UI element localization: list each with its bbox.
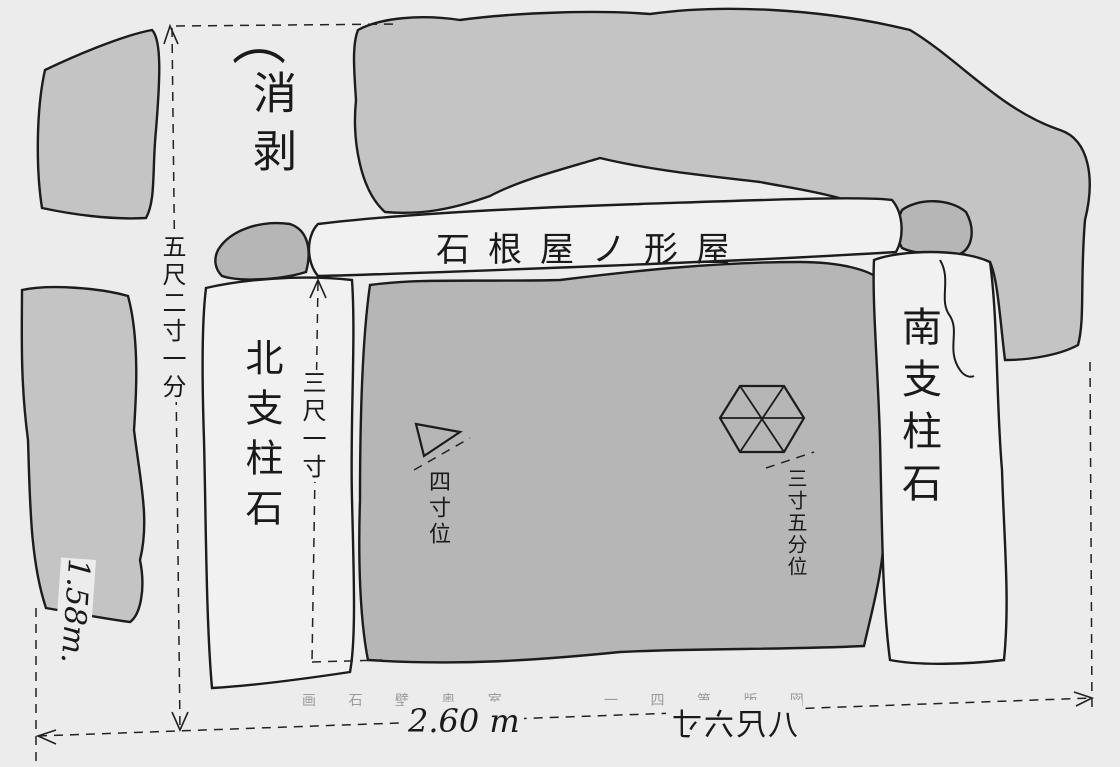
roof-stone-label: 石根屋ノ形屋 bbox=[436, 230, 748, 270]
total-width-jp-label: 八尺六寸 bbox=[666, 700, 802, 744]
total-height-dimension-line bbox=[171, 27, 181, 731]
left-upper-stone bbox=[36, 28, 161, 220]
height-arrow-top bbox=[163, 23, 179, 45]
hexagon-size-label: 三寸五分位 bbox=[784, 468, 808, 578]
triangle-size-label: 四寸位 bbox=[425, 470, 450, 548]
total-height-jp-label: 五尺二寸一分 bbox=[158, 234, 186, 402]
total-height-m-label: 1.58m. bbox=[53, 557, 96, 665]
middle-back-stone bbox=[358, 260, 887, 664]
right-reference-line bbox=[1089, 361, 1093, 709]
total-width-m-label: 2.60 m bbox=[404, 702, 524, 740]
north-arrow-top bbox=[309, 278, 327, 299]
north-base-reference-line bbox=[311, 659, 383, 663]
triangle-dimension-line bbox=[413, 437, 471, 471]
south-pillar-stone bbox=[872, 250, 1008, 665]
left-rubble-stone bbox=[214, 222, 310, 281]
north-pillar-label: 北支柱石 bbox=[239, 338, 283, 538]
erased-paren-open: ⌒ bbox=[232, 45, 286, 108]
width-arrow-left bbox=[35, 729, 57, 745]
fissure-line bbox=[939, 259, 975, 378]
total-width-dimension-line bbox=[37, 697, 1093, 737]
hexagon-dimension-line bbox=[765, 451, 815, 469]
width-arrow-right bbox=[1073, 691, 1095, 707]
erased-label: 消剥 bbox=[245, 70, 296, 186]
roof-stone bbox=[307, 197, 903, 278]
left-lower-stone bbox=[20, 285, 146, 624]
back-wall-stone bbox=[352, 7, 1091, 362]
triangle-marking bbox=[414, 422, 463, 458]
south-pillar-label: 南支柱石 bbox=[895, 306, 941, 514]
north-height-label: 三尺一寸 bbox=[298, 370, 326, 482]
height-arrow-bottom bbox=[171, 711, 189, 732]
top-reference-line bbox=[175, 23, 401, 27]
hexagon-diagonal-b bbox=[739, 385, 785, 453]
right-rubble-stone bbox=[896, 200, 973, 256]
